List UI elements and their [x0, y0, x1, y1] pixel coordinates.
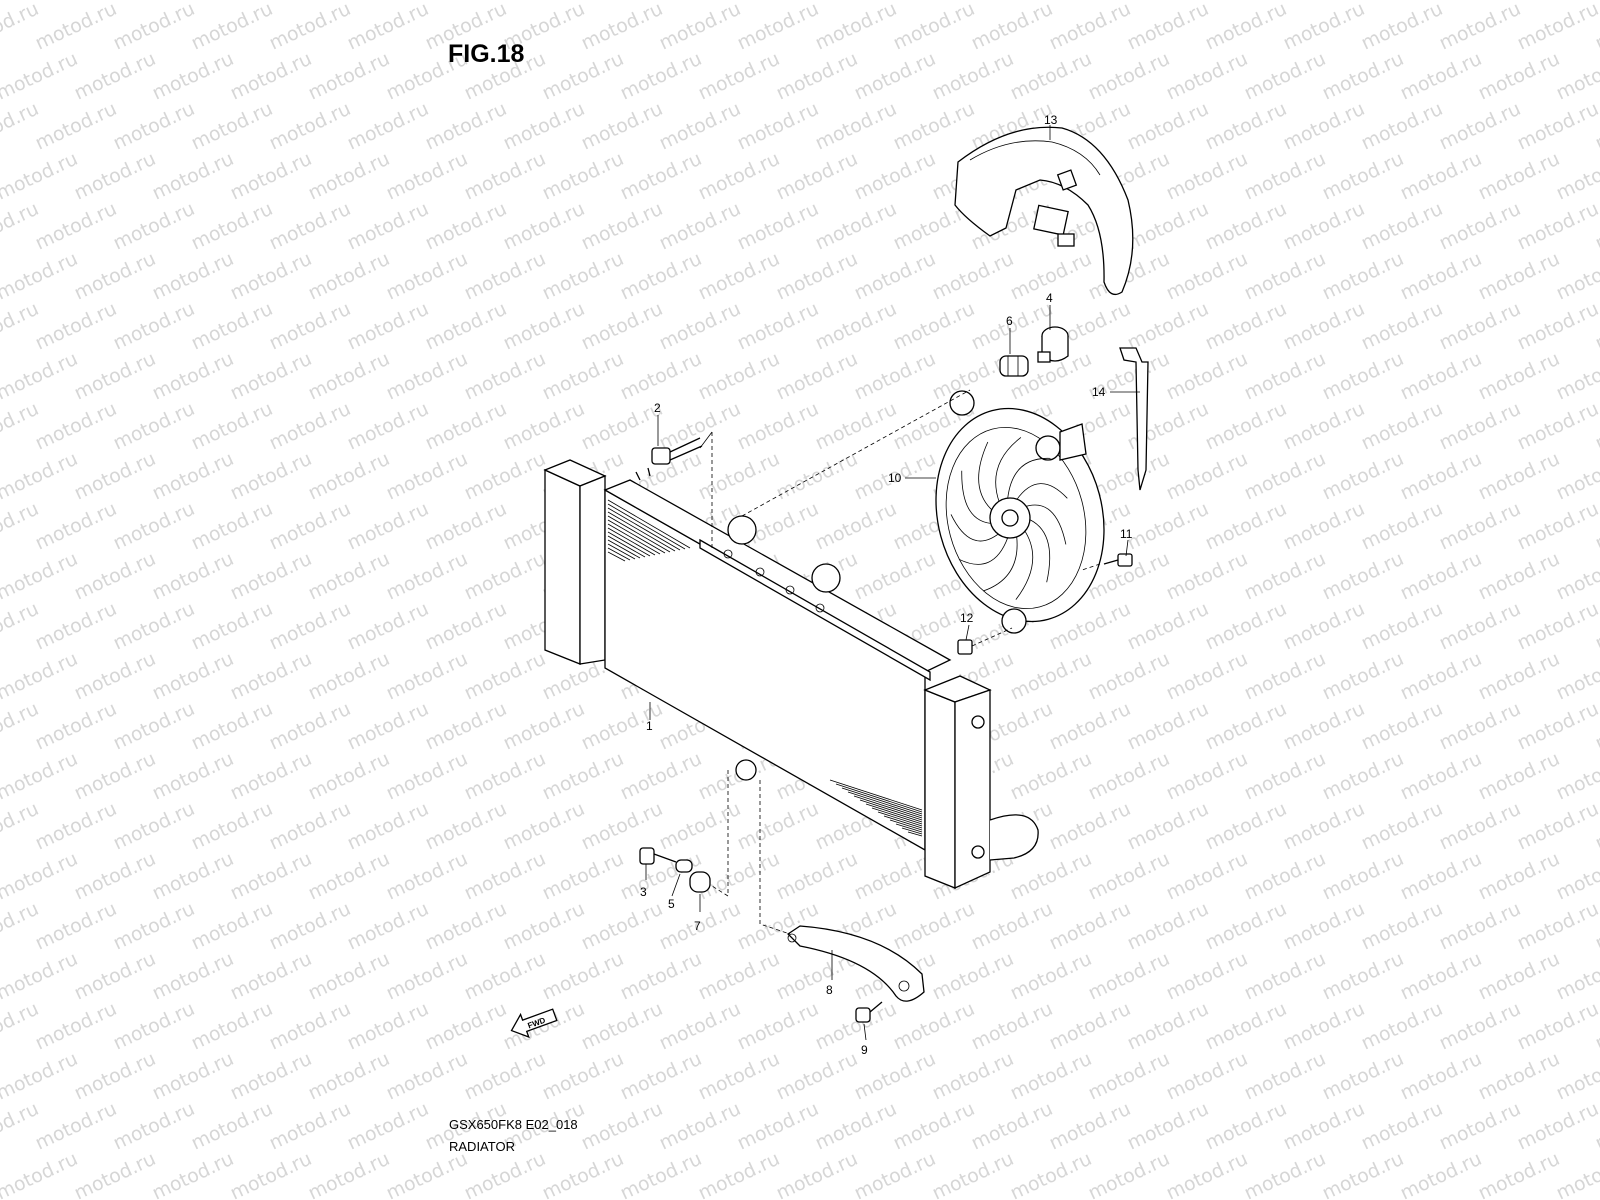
- leader-lines: [645, 125, 1140, 1041]
- fan-blade: [1016, 483, 1068, 501]
- radiator-bracket-8: [786, 925, 925, 1002]
- fin-hatch-line: [607, 551, 626, 562]
- fan-blade: [1015, 528, 1034, 600]
- fin-hatch-line: [607, 539, 641, 559]
- grommet-7: [689, 871, 711, 893]
- callout-4: 4: [1046, 291, 1053, 305]
- fan-blade: [950, 514, 1000, 542]
- bolt-2: [651, 437, 703, 465]
- fin-hatch-line: [877, 811, 923, 827]
- radiator-core: [543, 459, 1039, 890]
- fan-blade: [1025, 517, 1051, 583]
- nut-12: [957, 639, 973, 655]
- fin-hatch-line: [889, 819, 923, 831]
- callout-14: 14: [1092, 385, 1106, 399]
- figure-title: FIG.18: [448, 40, 525, 68]
- callout-3: 3: [640, 885, 647, 899]
- fin-hatch-line: [859, 799, 923, 821]
- fin-hatch-line: [607, 519, 666, 554]
- fin-hatch-line: [835, 783, 923, 813]
- callout-2: 2: [654, 401, 661, 415]
- callout-11: 11: [1120, 527, 1133, 541]
- callout-8: 8: [826, 983, 833, 997]
- fin-hatch-line: [607, 499, 691, 549]
- fin-hatch-line: [907, 831, 923, 837]
- fin-hatch-line: [607, 531, 651, 557]
- fin-hatch-line: [847, 791, 923, 817]
- fan-blades: [950, 437, 1068, 600]
- model-code-label: GSX650FK8 E02_018: [449, 1117, 578, 1132]
- fan-collar-part: [1037, 326, 1069, 363]
- radiator-fins: [607, 499, 923, 837]
- fan-blade: [958, 537, 1009, 565]
- callout-7: 7: [694, 919, 701, 933]
- bolt-9: [855, 1001, 883, 1023]
- collar-5: [675, 859, 693, 873]
- assembly-name-label: RADIATOR: [449, 1139, 515, 1154]
- rubber-grommet-6: [999, 355, 1029, 377]
- fan-blade: [1023, 504, 1067, 545]
- callout-13: 13: [1044, 113, 1058, 127]
- fin-hatch-line: [883, 815, 923, 829]
- callout-labels: 13 4 6 14 2 10 11 12 1 3 5 7 8 9: [640, 113, 1133, 1057]
- fin-hatch-line: [607, 507, 681, 551]
- callout-10: 10: [888, 471, 902, 485]
- fan-shroud-cover: [954, 126, 1134, 296]
- fan-blade: [961, 470, 995, 525]
- fin-hatch-line: [607, 503, 686, 550]
- callout-12: 12: [960, 611, 974, 625]
- fin-hatch-line: [865, 803, 923, 823]
- fin-hatch-line: [895, 823, 923, 833]
- fin-hatch-line: [829, 779, 923, 811]
- fin-hatch-line: [607, 515, 671, 553]
- hose-clamp-tie: [1119, 347, 1149, 491]
- fin-hatch-line: [607, 527, 656, 556]
- fin-hatch-line: [871, 807, 923, 825]
- fin-hatch-line: [853, 795, 923, 819]
- fan-blade: [1007, 458, 1051, 499]
- fan-blade: [978, 441, 995, 513]
- fin-hatch-line: [607, 543, 636, 560]
- callout-5: 5: [668, 897, 675, 911]
- bolt-3: [639, 847, 677, 865]
- fan-blade: [983, 536, 1018, 592]
- fin-hatch-line: [841, 787, 923, 815]
- callout-6: 6: [1006, 314, 1013, 328]
- screw-11: [1103, 553, 1133, 567]
- cooling-fan-assembly: [935, 390, 1105, 634]
- fin-hatch-line: [607, 547, 631, 561]
- callout-1: 1: [646, 719, 653, 733]
- fan-blade: [995, 437, 1022, 504]
- forward-direction-arrow: FWD: [510, 1008, 558, 1039]
- fin-hatch-line: [607, 523, 661, 555]
- fin-hatch-line: [607, 511, 676, 552]
- fin-hatch-line: [901, 827, 923, 835]
- callout-9: 9: [861, 1043, 868, 1057]
- fin-hatch-line: [607, 535, 646, 558]
